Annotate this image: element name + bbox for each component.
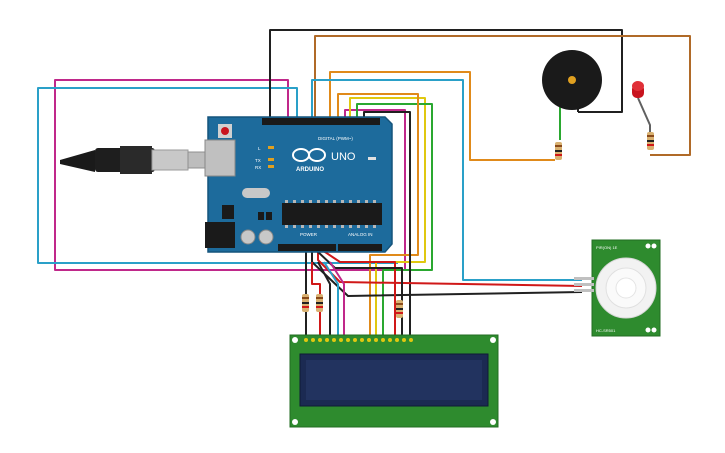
wire-red-lcd [321, 249, 396, 340]
arduino-uno: UNO ARDUINO DIGITAL (PWM~) ANALOG IN POW… [204, 116, 393, 253]
wire-yellow [349, 97, 426, 340]
digital-label: DIGITAL (PWM~) [318, 136, 353, 141]
resistor-led [647, 132, 654, 150]
wire-orange-lcd [337, 93, 419, 340]
led-label-tx: TX [255, 158, 261, 163]
resistor-lcd-3 [302, 294, 309, 312]
wires [37, 29, 691, 340]
power-jack [205, 222, 235, 248]
red-led [632, 81, 644, 98]
wire-lcd-blue [323, 261, 339, 340]
piezo-buzzer [542, 50, 602, 110]
arduino-logo [292, 148, 326, 162]
analog-label: ANALOG IN [348, 232, 373, 237]
led-label-l: L [258, 146, 261, 151]
wire-lcd-magenta [329, 261, 345, 340]
digital-header [262, 118, 380, 125]
pir-bottom-label: HC-SR501 [596, 328, 616, 333]
resistor-lcd-2 [396, 300, 403, 318]
lcd-pin-row [304, 338, 413, 342]
wire-black-pir [311, 250, 583, 297]
pir-top-label: PIR(ON) 1E [596, 245, 618, 250]
wire-black-top [269, 29, 623, 117]
power-header [278, 244, 336, 251]
led-label-rx: RX [255, 165, 261, 170]
wire-magenta-loop [54, 79, 406, 271]
lcd-16x2 [289, 334, 499, 428]
pir-sensor: PIR(ON) 1E HC-SR501 [574, 239, 661, 337]
power-label: POWER [300, 232, 318, 237]
wire-brown-top [314, 35, 691, 156]
wire-blue-loop [37, 87, 398, 264]
wire-orange-buzzer [329, 71, 555, 161]
arduino-model: UNO [331, 151, 356, 163]
resistor-buzzer [555, 142, 562, 160]
usb-cable [60, 146, 211, 174]
wire-lcd-black2 [317, 261, 331, 340]
wire-blue-pir [311, 79, 582, 281]
analog-header [338, 244, 382, 251]
wire-green [356, 103, 433, 340]
arduino-brand: ARDUINO [296, 167, 324, 173]
atmega-chip [282, 203, 382, 225]
wire-black-right [363, 111, 411, 340]
resistor-lcd-1 [316, 294, 323, 312]
